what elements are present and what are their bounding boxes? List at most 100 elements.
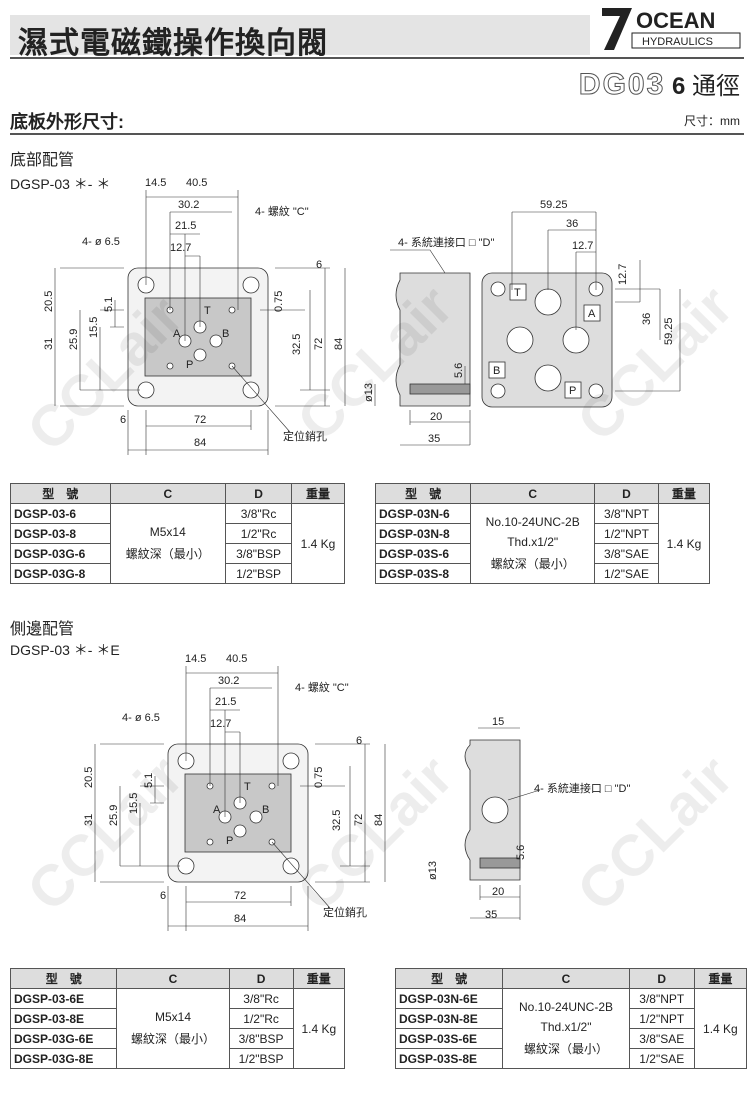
svg-text:T: T [244, 781, 251, 793]
svg-text:59.25: 59.25 [663, 317, 675, 345]
svg-text:4- 螺紋 "C": 4- 螺紋 "C" [255, 204, 309, 218]
model-cell: DGSP-03S-8 [374, 563, 472, 584]
column-header: 型 號 [9, 968, 118, 989]
svg-text:72: 72 [313, 338, 325, 350]
watermark: CCLair [564, 743, 746, 924]
port-d-cell: 3/8"SAE [594, 543, 659, 564]
model-cell: DGSP-03G-6E [9, 1028, 118, 1049]
watermark: CCLair [284, 743, 466, 924]
svg-text:B: B [222, 328, 229, 340]
svg-text:5.6: 5.6 [515, 845, 527, 860]
divider [10, 133, 744, 135]
model-cell: DGSP-03N-8E [394, 1008, 504, 1029]
port-d-cell: 1/2"SAE [594, 563, 659, 584]
port-d-cell: 1/2"BSP [225, 563, 293, 584]
svg-text:5.1: 5.1 [143, 773, 155, 788]
svg-text:20: 20 [492, 886, 504, 898]
port-d-cell: 1/2"Rc [228, 1008, 294, 1029]
svg-text:A: A [588, 308, 596, 320]
port-d-cell: 1/2"SAE [628, 1048, 695, 1069]
svg-text:35: 35 [485, 909, 497, 921]
model-cell: DGSP-03-8 [10, 523, 111, 544]
watermark: CCLair [14, 743, 196, 924]
column-header: D [594, 483, 659, 504]
port-d-cell: 1/2"NPT [594, 523, 659, 544]
svg-text:15.5: 15.5 [128, 793, 140, 814]
svg-text:32.5: 32.5 [291, 334, 303, 355]
watermark: CCLair [284, 273, 466, 454]
svg-text:6: 6 [356, 735, 362, 747]
column-header: C [502, 968, 630, 989]
svg-text:ø13: ø13 [427, 861, 439, 880]
ocean-logo: OCEAN HYDRAULICS [602, 8, 741, 50]
svg-text:0.75: 0.75 [273, 291, 285, 312]
model-cell: DGSP-03-6E [9, 988, 118, 1009]
model-cell: DGSP-03S-6 [374, 543, 472, 564]
svg-text:12.7: 12.7 [617, 264, 629, 285]
svg-text:HYDRAULICS: HYDRAULICS [642, 36, 713, 48]
svg-text:20.5: 20.5 [83, 767, 95, 788]
svg-text:15: 15 [492, 716, 504, 728]
svg-text:14.5: 14.5 [145, 177, 166, 189]
model-cell: DGSP-03S-6E [394, 1028, 504, 1049]
bottom-piping-model: DGSP-03 ＊- ＊ [10, 176, 111, 192]
svg-text:A: A [213, 804, 221, 816]
svg-text:OCEAN: OCEAN [636, 8, 715, 33]
svg-text:84: 84 [373, 814, 385, 826]
svg-text:40.5: 40.5 [226, 653, 247, 665]
series-size: 6 [671, 73, 686, 100]
svg-text:72: 72 [234, 890, 246, 902]
svg-text:20: 20 [430, 411, 442, 423]
svg-text:31: 31 [43, 338, 55, 350]
svg-text:12.7: 12.7 [572, 240, 593, 252]
column-header: 重量 [292, 968, 346, 989]
svg-text:4- 系統連接口 □ "D": 4- 系統連接口 □ "D" [534, 781, 630, 795]
side-piping-side-view: 15 4- 系統連接口 □ "D" ø13 5.6 20 35 [427, 716, 630, 921]
svg-text:5.1: 5.1 [103, 297, 115, 312]
weight-cell: 1.4 Kg [292, 988, 346, 1069]
table-row: DGSP-03S-8E 1/2"SAE [394, 1048, 747, 1069]
column-header: 型 號 [10, 483, 111, 504]
port-d-cell: 3/8"Rc [228, 988, 294, 1009]
table-row: DGSP-03S-8 1/2"SAE [374, 563, 710, 584]
model-cell: DGSP-03-8E [9, 1008, 118, 1029]
page-title: 濕式電磁鐵操作換向閥 [18, 27, 328, 60]
svg-text:84: 84 [234, 913, 246, 925]
model-cell: DGSP-03N-6 [374, 503, 472, 524]
column-header: 型 號 [394, 968, 504, 989]
svg-text:4- 系統連接口 □ "D": 4- 系統連接口 □ "D" [398, 235, 494, 249]
weight-cell: 1.4 Kg [693, 988, 748, 1069]
model-cell: DGSP-03G-8 [10, 563, 111, 584]
port-d-cell: 1/2"NPT [628, 1008, 695, 1029]
weight-cell: 1.4 Kg [291, 503, 345, 584]
model-cell: DGSP-03S-8E [394, 1048, 504, 1069]
svg-text:6: 6 [160, 890, 166, 902]
port-d-cell: 1/2"Rc [225, 523, 293, 544]
port-d-cell: 3/8"Rc [225, 503, 293, 524]
title-band [10, 15, 590, 55]
watermark: CCLair [14, 283, 196, 464]
svg-text:4- 螺紋 "C": 4- 螺紋 "C" [295, 680, 349, 694]
svg-text:15.5: 15.5 [88, 317, 100, 338]
port-d-cell: 3/8"NPT [594, 503, 659, 524]
svg-text:4- ø 6.5: 4- ø 6.5 [122, 712, 160, 724]
port-d-cell: 1/2"BSP [228, 1048, 294, 1069]
svg-text:84: 84 [194, 437, 206, 449]
column-header: 重量 [693, 968, 748, 989]
